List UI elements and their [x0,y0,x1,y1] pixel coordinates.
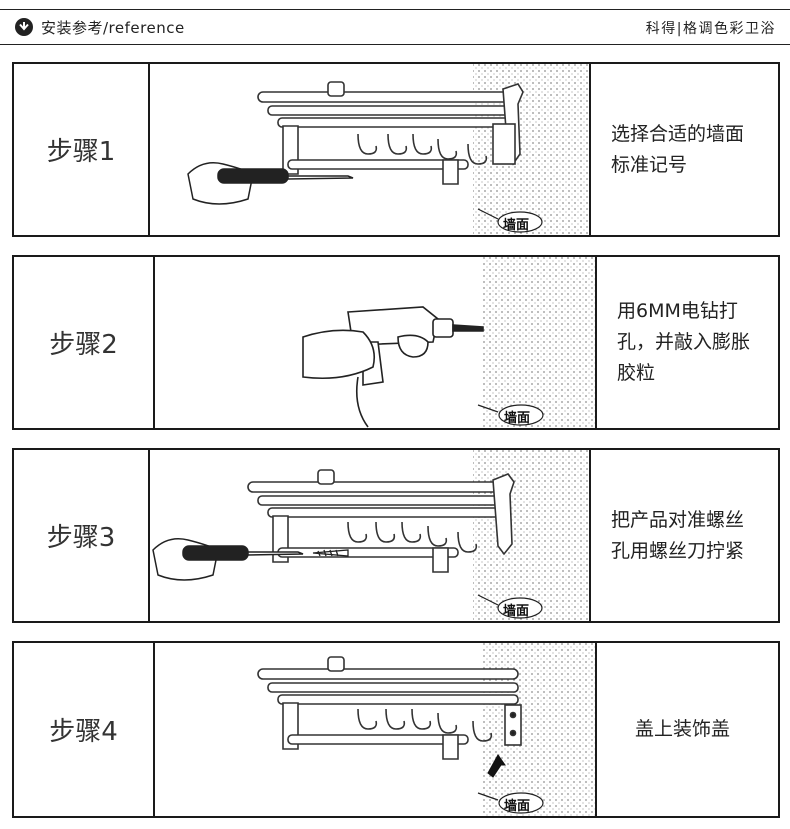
step-4-description: 盖上装饰盖 [595,643,778,816]
step-3-panel: 步骤3 [12,448,780,623]
wall-callout [477,792,544,814]
step-3-desc-line-2: 孔用螺丝刀拧紧 [611,539,745,562]
screwdriver-icon [152,538,304,581]
step-2-desc-line-1: 用6MM电钻打 [617,300,738,322]
header-bottom-rule [0,44,790,45]
step-3-illustration: 墙面 [148,450,589,621]
step-2-panel: 步骤2 墙面 [12,255,780,430]
wall-area [483,257,595,428]
step-2-desc-line-2: 孔，并敲入膨胀 [617,331,751,353]
drill-icon [302,306,484,428]
towel-rack [257,81,524,185]
step-3-desc-line-1: 把产品对准螺丝 [611,508,745,531]
brand-name: 科得|格调色彩卫浴 [645,21,776,37]
section-title: 安装参考/reference [41,19,185,37]
down-arrow-circle-icon [15,18,33,36]
towel-rack [247,469,515,573]
wall-label: 墙面 [504,799,531,814]
header-top-rule [0,9,790,10]
screw-icon [312,549,349,557]
arrow-up-icon [487,754,506,778]
step-1-panel: 步骤1 [12,62,780,237]
step-4-panel: 步骤4 [12,641,780,818]
wall-callout [477,208,543,233]
wall-area [473,64,589,235]
step-2-illustration: 墙面 [153,257,595,428]
step-1-desc-line-2: 标准记号 [611,153,688,176]
step-2-label: 步骤2 [14,257,155,428]
step-4-desc-line-1: 盖上装饰盖 [635,718,731,740]
wall-label: 墙面 [504,411,531,426]
wall-label: 墙面 [503,604,530,619]
step-4-label: 步骤4 [14,643,155,816]
step-4-illustration: 墙面 [153,643,595,816]
step-2-description: 用6MM电钻打 孔，并敲入膨胀 胶粒 [595,257,778,428]
step-1-desc-line-1: 选择合适的墙面 [611,122,745,145]
step-1-label: 步骤1 [14,64,150,235]
wall-callout [477,404,544,426]
step-3-description: 把产品对准螺丝 孔用螺丝刀拧紧 [589,450,778,621]
step-1-illustration: 墙面 [148,64,589,235]
step-2-desc-line-3: 胶粒 [617,362,656,384]
step-1-description: 选择合适的墙面 标准记号 [589,64,778,235]
towel-rack [257,656,522,760]
wall-area [473,450,589,621]
step-3-label: 步骤3 [14,450,150,621]
wall-callout [477,594,543,619]
screwdriver-icon [187,162,354,205]
wall-label: 墙面 [503,218,530,233]
